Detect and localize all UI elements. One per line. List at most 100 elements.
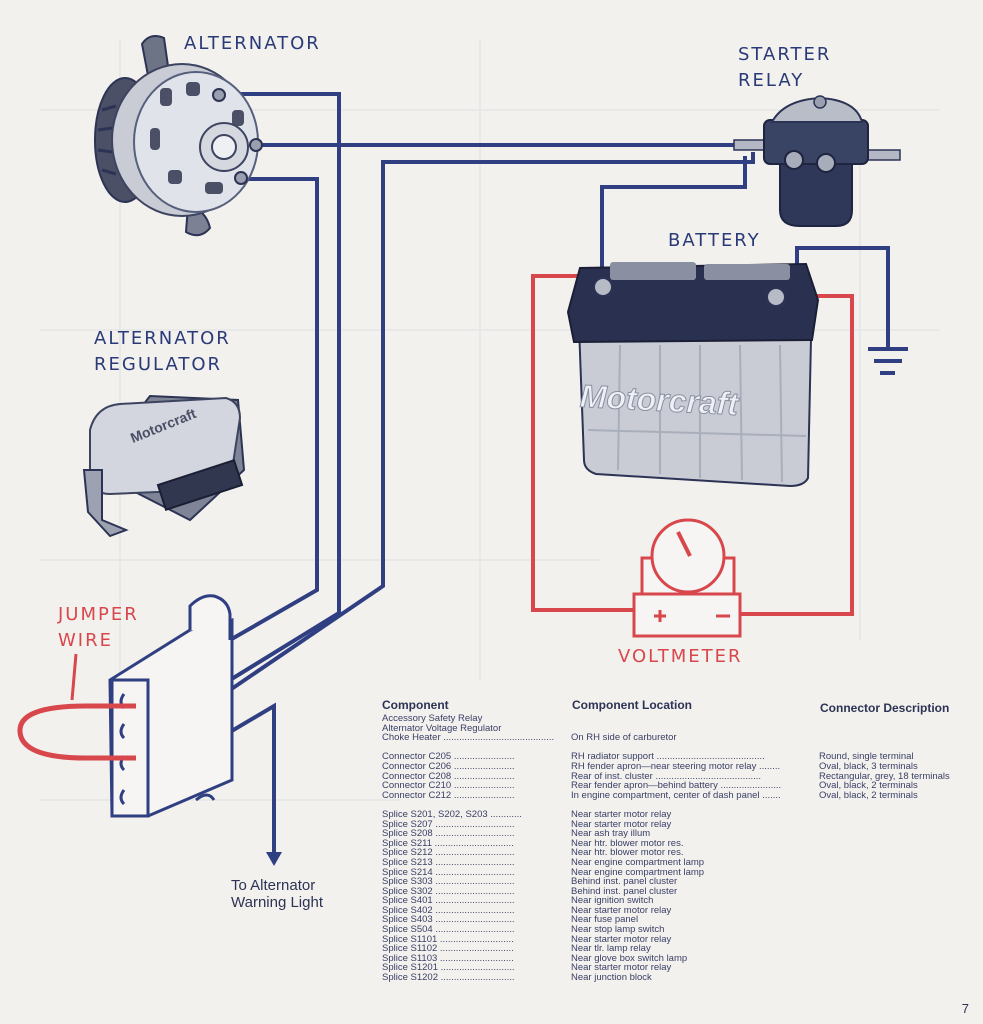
voltmeter-icon xyxy=(632,518,742,638)
table-cell: Splice S303 ............................… xyxy=(382,877,515,887)
table-cell: Connector C208 ....................... xyxy=(382,771,515,782)
table-cell xyxy=(819,743,969,753)
table-cell xyxy=(819,714,969,724)
alternator-icon xyxy=(94,35,263,237)
table-cell: Near starter motor relay xyxy=(571,934,672,945)
table-cell: Splice S302 ............................… xyxy=(382,886,515,897)
table-cell: Connector C205 ....................... xyxy=(382,752,515,762)
table-column-locations: On RH side of carburetor RH radiator supp… xyxy=(571,714,811,983)
jumper-wire-label-line1: JUMPER xyxy=(58,604,139,625)
table-cell: Splice S207 ............................… xyxy=(382,819,515,830)
table-cell xyxy=(382,800,564,810)
table-cell: Near starter motor relay xyxy=(571,963,672,974)
table-cell: Near starter motor relay xyxy=(571,819,672,830)
wire-relay-battery xyxy=(600,156,747,282)
starter-relay-label-line2: RELAY xyxy=(738,70,805,91)
table-cell: Splice S201, S202, S203 ............ xyxy=(382,809,522,820)
warning-light-label-line2: Warning Light xyxy=(231,894,323,911)
table-cell: Splice S211 ............................… xyxy=(382,838,514,849)
wire-warning-light xyxy=(228,702,276,858)
table-cell: Round, single terminal xyxy=(819,752,914,762)
table-cell: Splice S504 ............................… xyxy=(382,925,515,935)
table-cell xyxy=(571,800,811,810)
table-cell: Splice S401 ............................… xyxy=(382,896,515,906)
table-cell: Connector C212 ....................... xyxy=(382,790,515,801)
blue-wires xyxy=(222,92,890,858)
table-cell: Connector C210 ....................... xyxy=(382,781,515,791)
table-cell: Splice S214 ............................… xyxy=(382,867,515,878)
wire-voltmeter-pos xyxy=(531,274,636,612)
table-header-location: Component Location xyxy=(572,698,692,712)
table-cell: In engine compartment, center of dash pa… xyxy=(571,790,781,801)
table-cell xyxy=(571,714,811,724)
battery-brand: Motorcraft xyxy=(579,378,740,422)
wire-alt-field xyxy=(222,92,341,682)
table-cell: Oval, black, 3 terminals xyxy=(819,761,918,772)
table-cell: Splice S402 ............................… xyxy=(382,905,515,916)
regulator-label-line2: REGULATOR xyxy=(94,354,223,375)
table-cell: Rectangular, grey, 18 terminals xyxy=(819,771,950,782)
table-cell: Splice S1102 ...........................… xyxy=(382,944,514,954)
regulator-icon: Motorcraft xyxy=(82,394,246,538)
table-header-description: Connector Description xyxy=(820,701,950,715)
table-header-component: Component xyxy=(382,698,449,712)
alternator-label: ALTERNATOR xyxy=(184,33,321,54)
table-cell: Near starter motor relay xyxy=(571,905,672,916)
table-cell: Near fuse panel xyxy=(571,915,639,926)
table-cell: RH fender apron—near steering motor rela… xyxy=(571,761,781,772)
jumper-pointer xyxy=(70,653,78,701)
table-cell: Near ignition switch xyxy=(571,896,654,906)
table-cell: Accessory Safety Relay xyxy=(382,714,483,724)
table-cell xyxy=(819,733,969,743)
table-cell: On RH side of carburetor xyxy=(571,733,677,743)
table-cell: Near junction block xyxy=(571,973,652,983)
table-cell: Rear fender apron—behind battery .......… xyxy=(571,781,782,791)
table-cell: Near glove box switch lamp xyxy=(571,953,688,964)
table-cell: Splice S1201 ...........................… xyxy=(382,963,515,974)
voltmeter-label: VOLTMETER xyxy=(618,646,743,667)
table-cell: Near starter motor relay xyxy=(571,809,672,820)
table-cell: Oval, black, 2 terminals xyxy=(819,781,918,791)
table-cell: Behind inst. panel cluster xyxy=(571,877,678,887)
jumper-wire-label-line2: WIRE xyxy=(58,630,113,651)
table-cell: Near engine compartment lamp xyxy=(571,857,705,868)
table-cell: Splice S208 ............................… xyxy=(382,829,515,839)
ground-icon xyxy=(868,347,908,375)
battery-icon: Motorcraft xyxy=(566,262,820,488)
battery-label: BATTERY xyxy=(668,230,761,251)
table-cell: Choke Heater ...........................… xyxy=(382,733,555,743)
table-cell: Near tlr. lamp relay xyxy=(571,944,651,954)
wire-alt-stator xyxy=(229,177,319,642)
table-cell xyxy=(571,743,811,753)
wire-relay-reg xyxy=(228,152,755,692)
page-number: 7 xyxy=(961,1001,969,1016)
table-cell xyxy=(382,743,564,753)
table-cell: Near stop lamp switch xyxy=(571,925,665,935)
table-cell: Splice S213 ............................… xyxy=(382,857,515,868)
table-cell: Splice S1101 ...........................… xyxy=(382,934,514,945)
warning-arrow-icon xyxy=(266,852,282,866)
starter-relay-label-line1: STARTER xyxy=(738,44,832,65)
table-cell: Near htr. blower motor res. xyxy=(571,848,684,858)
starter-relay-icon xyxy=(733,95,901,227)
table-cell: Behind inst. panel cluster xyxy=(571,886,678,897)
table-cell: Connector C206 ....................... xyxy=(382,761,515,772)
table-cell: Near ash tray illum xyxy=(571,829,651,839)
background-ghost-lines xyxy=(40,40,940,801)
table-cell: Alternator Voltage Regulator xyxy=(382,723,502,734)
table-cell xyxy=(819,724,969,734)
table-cell: Oval, black, 2 terminals xyxy=(819,790,918,801)
jumper-wire xyxy=(17,703,136,761)
warning-light-label-line1: To Alternator xyxy=(231,877,316,894)
table-cell: RH radiator support ....................… xyxy=(571,752,765,762)
table-cell: Splice S403 ............................… xyxy=(382,915,515,926)
table-cell xyxy=(571,724,811,734)
regulator-plug-icon xyxy=(108,594,234,818)
regulator-label-line1: ALTERNATOR xyxy=(94,328,231,349)
table-cell: Splice S212 ............................… xyxy=(382,848,515,858)
table-cell: Near htr. blower motor res. xyxy=(571,838,684,849)
table-cell: Splice S1103 ...........................… xyxy=(382,953,514,964)
